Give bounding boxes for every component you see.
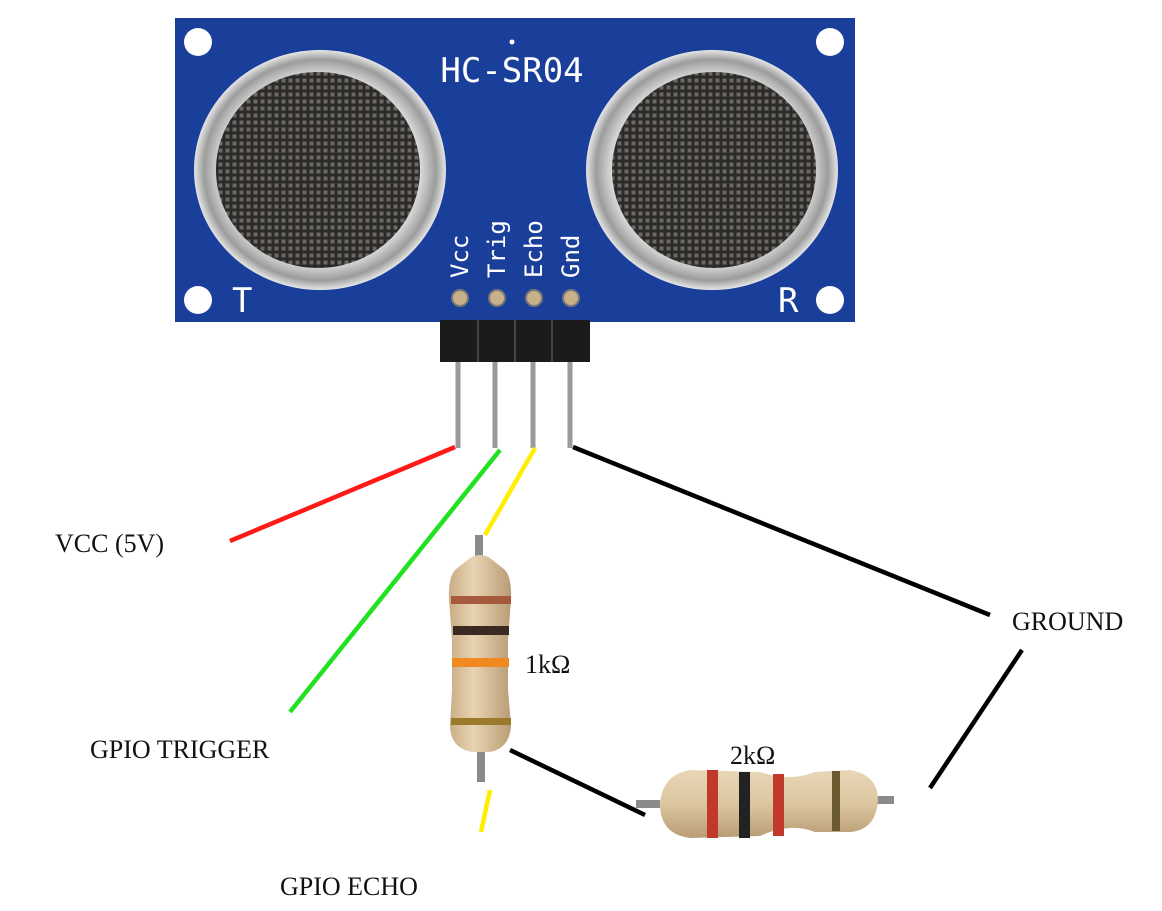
ground-wire-resistor [928,648,1024,790]
label-vcc: VCC (5V) [55,529,164,558]
transmitter-mark: T [232,281,252,321]
pin-label-vcc: Vcc [446,235,474,278]
hc-sr04-module: HC-SR04 T R Vcc Trig Echo Gnd [175,18,855,448]
module-name: HC-SR04 [440,51,583,91]
vcc-wire [229,444,456,544]
pin-labels: Vcc Trig Echo Gnd [446,220,585,278]
label-resistor-2k: 2kΩ [730,741,775,770]
label-gpio-trigger: GPIO TRIGGER [90,735,270,764]
receiver-mark: R [778,281,799,321]
label-ground: GROUND [1012,607,1123,636]
label-resistor-1k: 1kΩ [525,650,570,679]
echo-wire-top [483,446,537,537]
mounting-holes [184,28,844,314]
ground-wire-module [572,444,991,618]
receiver-transducer [586,50,838,290]
trigger-wire [288,448,502,714]
label-gpio-echo: GPIO ECHO [280,872,418,901]
divider-wire [509,747,646,818]
pin-header [440,289,590,448]
resistor-1k [448,535,512,782]
pin-label-echo: Echo [520,220,548,278]
wires [229,444,1024,833]
transmitter-transducer [194,50,446,290]
pin-label-trig: Trig [483,220,511,278]
echo-wire-bottom [478,789,493,833]
pin-label-gnd: Gnd [557,235,585,278]
resistor-2k [636,770,894,838]
